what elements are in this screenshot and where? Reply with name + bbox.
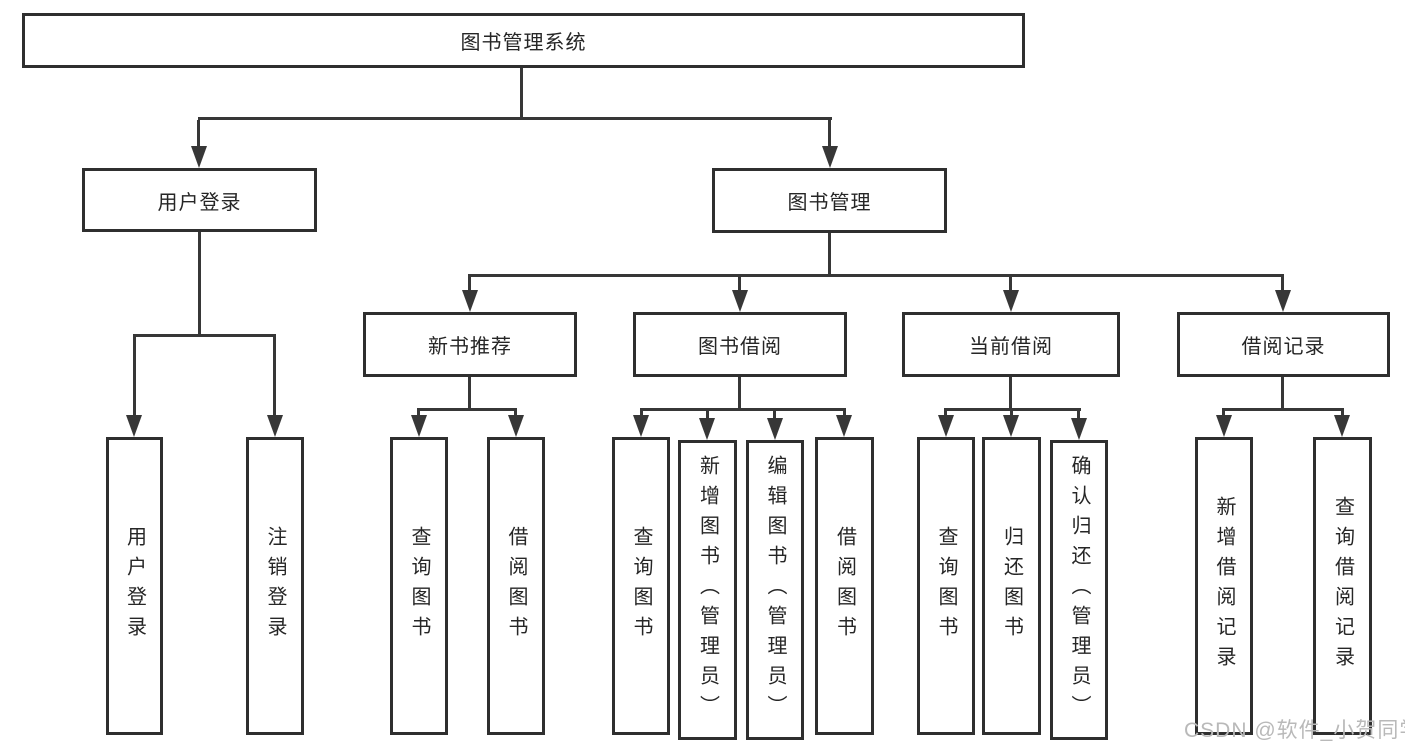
connector-line xyxy=(468,277,471,291)
arrow-down-icon xyxy=(411,415,427,437)
leaf-edit-book-admin: 编辑图书（管理员） xyxy=(746,440,804,740)
connector-line xyxy=(417,410,420,418)
connector-line xyxy=(197,120,200,148)
connector-line xyxy=(738,277,741,291)
connector-line xyxy=(273,337,276,417)
leaf-confirm-return-admin: 确认归还（管理员） xyxy=(1050,440,1108,740)
node-label: 用户登录 xyxy=(157,191,242,214)
node-current-borrow: 当前借阅 xyxy=(902,312,1120,377)
leaf-query-borrow-record: 查询借阅记录 xyxy=(1313,437,1372,735)
arrow-down-icon xyxy=(822,146,838,168)
connector-line xyxy=(1009,277,1012,291)
leaf-user-login: 用户登录 xyxy=(106,437,163,735)
connector-line xyxy=(828,233,831,274)
leaf-query-book-borrow: 查询图书 xyxy=(612,437,670,735)
connector-line xyxy=(738,377,741,408)
leaf-label: 编辑图书（管理员） xyxy=(764,455,786,725)
leaf-logout-login: 注销登录 xyxy=(246,437,304,735)
connector-line xyxy=(1281,277,1284,291)
arrow-down-icon xyxy=(1003,290,1019,312)
leaf-borrow-book-recommend: 借阅图书 xyxy=(487,437,545,735)
arrow-down-icon xyxy=(191,146,207,168)
node-label: 图书借阅 xyxy=(698,336,782,358)
connector-line xyxy=(1222,410,1225,418)
arrow-down-icon xyxy=(633,415,649,437)
connector-line xyxy=(843,410,846,418)
leaf-label: 借阅图书 xyxy=(505,526,527,646)
connector-line xyxy=(944,408,1081,411)
arrow-down-icon xyxy=(508,415,524,437)
node-label: 图书管理系统 xyxy=(460,32,587,54)
connector-line xyxy=(944,410,947,418)
connector-line xyxy=(133,337,136,417)
arrow-down-icon xyxy=(267,415,283,437)
connector-line xyxy=(828,120,831,148)
leaf-label: 查询图书 xyxy=(935,526,957,646)
arrow-down-icon xyxy=(836,415,852,437)
leaf-label: 用户登录 xyxy=(123,526,146,646)
arrow-down-icon xyxy=(767,418,783,440)
node-borrow-records: 借阅记录 xyxy=(1177,312,1390,377)
arrow-down-icon xyxy=(938,415,954,437)
arrow-down-icon xyxy=(1334,415,1350,437)
arrow-down-icon xyxy=(699,418,715,440)
leaf-label: 注销登录 xyxy=(264,526,286,646)
connector-line xyxy=(520,68,523,117)
node-library-management-system: 图书管理系统 xyxy=(22,13,1025,68)
leaf-label: 确认归还（管理员） xyxy=(1068,455,1090,725)
connector-line xyxy=(640,408,846,411)
node-user-login: 用户登录 xyxy=(82,168,317,232)
leaf-query-book-recommend: 查询图书 xyxy=(390,437,448,735)
leaf-label: 借阅图书 xyxy=(833,526,856,646)
connector-line xyxy=(773,410,776,421)
arrow-down-icon xyxy=(462,290,478,312)
node-label: 借阅记录 xyxy=(1241,336,1326,358)
leaf-return-book: 归还图书 xyxy=(982,437,1041,735)
leaf-add-book-admin: 新增图书（管理员） xyxy=(678,440,737,740)
connector-line xyxy=(133,334,276,337)
arrow-down-icon xyxy=(1003,415,1019,437)
connector-line xyxy=(1010,410,1013,418)
node-book-management: 图书管理 xyxy=(712,168,947,233)
connector-line xyxy=(706,410,709,421)
node-label: 新书推荐 xyxy=(428,336,512,358)
connector-line xyxy=(468,274,1284,277)
arrow-down-icon xyxy=(126,415,142,437)
leaf-label: 查询图书 xyxy=(408,526,430,646)
connector-line xyxy=(640,410,643,418)
arrow-down-icon xyxy=(1071,418,1087,440)
node-new-book-recommend: 新书推荐 xyxy=(363,312,577,377)
node-label: 图书管理 xyxy=(787,192,872,214)
connector-line xyxy=(198,117,832,120)
connector-line xyxy=(514,410,517,418)
leaf-query-book-current: 查询图书 xyxy=(917,437,975,735)
connector-line xyxy=(1341,410,1344,418)
leaf-borrow-book-borrow: 借阅图书 xyxy=(815,437,874,735)
arrow-down-icon xyxy=(732,290,748,312)
connector-line xyxy=(417,408,517,411)
node-book-borrow: 图书借阅 xyxy=(633,312,847,377)
arrow-down-icon xyxy=(1216,415,1232,437)
connector-line xyxy=(1222,408,1344,411)
node-label: 当前借阅 xyxy=(969,336,1053,358)
leaf-add-borrow-record: 新增借阅记录 xyxy=(1195,437,1253,735)
csdn-watermark: CSDN @软件_小贺同学 xyxy=(1184,719,1405,742)
connector-line xyxy=(1009,377,1012,408)
arrow-down-icon xyxy=(1275,290,1291,312)
leaf-label: 新增借阅记录 xyxy=(1213,496,1235,676)
connector-line xyxy=(1077,410,1080,421)
leaf-label: 查询图书 xyxy=(630,526,652,646)
connector-line xyxy=(468,377,471,408)
connector-line xyxy=(198,232,201,334)
leaf-label: 归还图书 xyxy=(1000,526,1023,646)
leaf-label: 查询借阅记录 xyxy=(1331,496,1354,676)
leaf-label: 新增图书（管理员） xyxy=(696,455,719,725)
connector-line xyxy=(1281,377,1284,408)
